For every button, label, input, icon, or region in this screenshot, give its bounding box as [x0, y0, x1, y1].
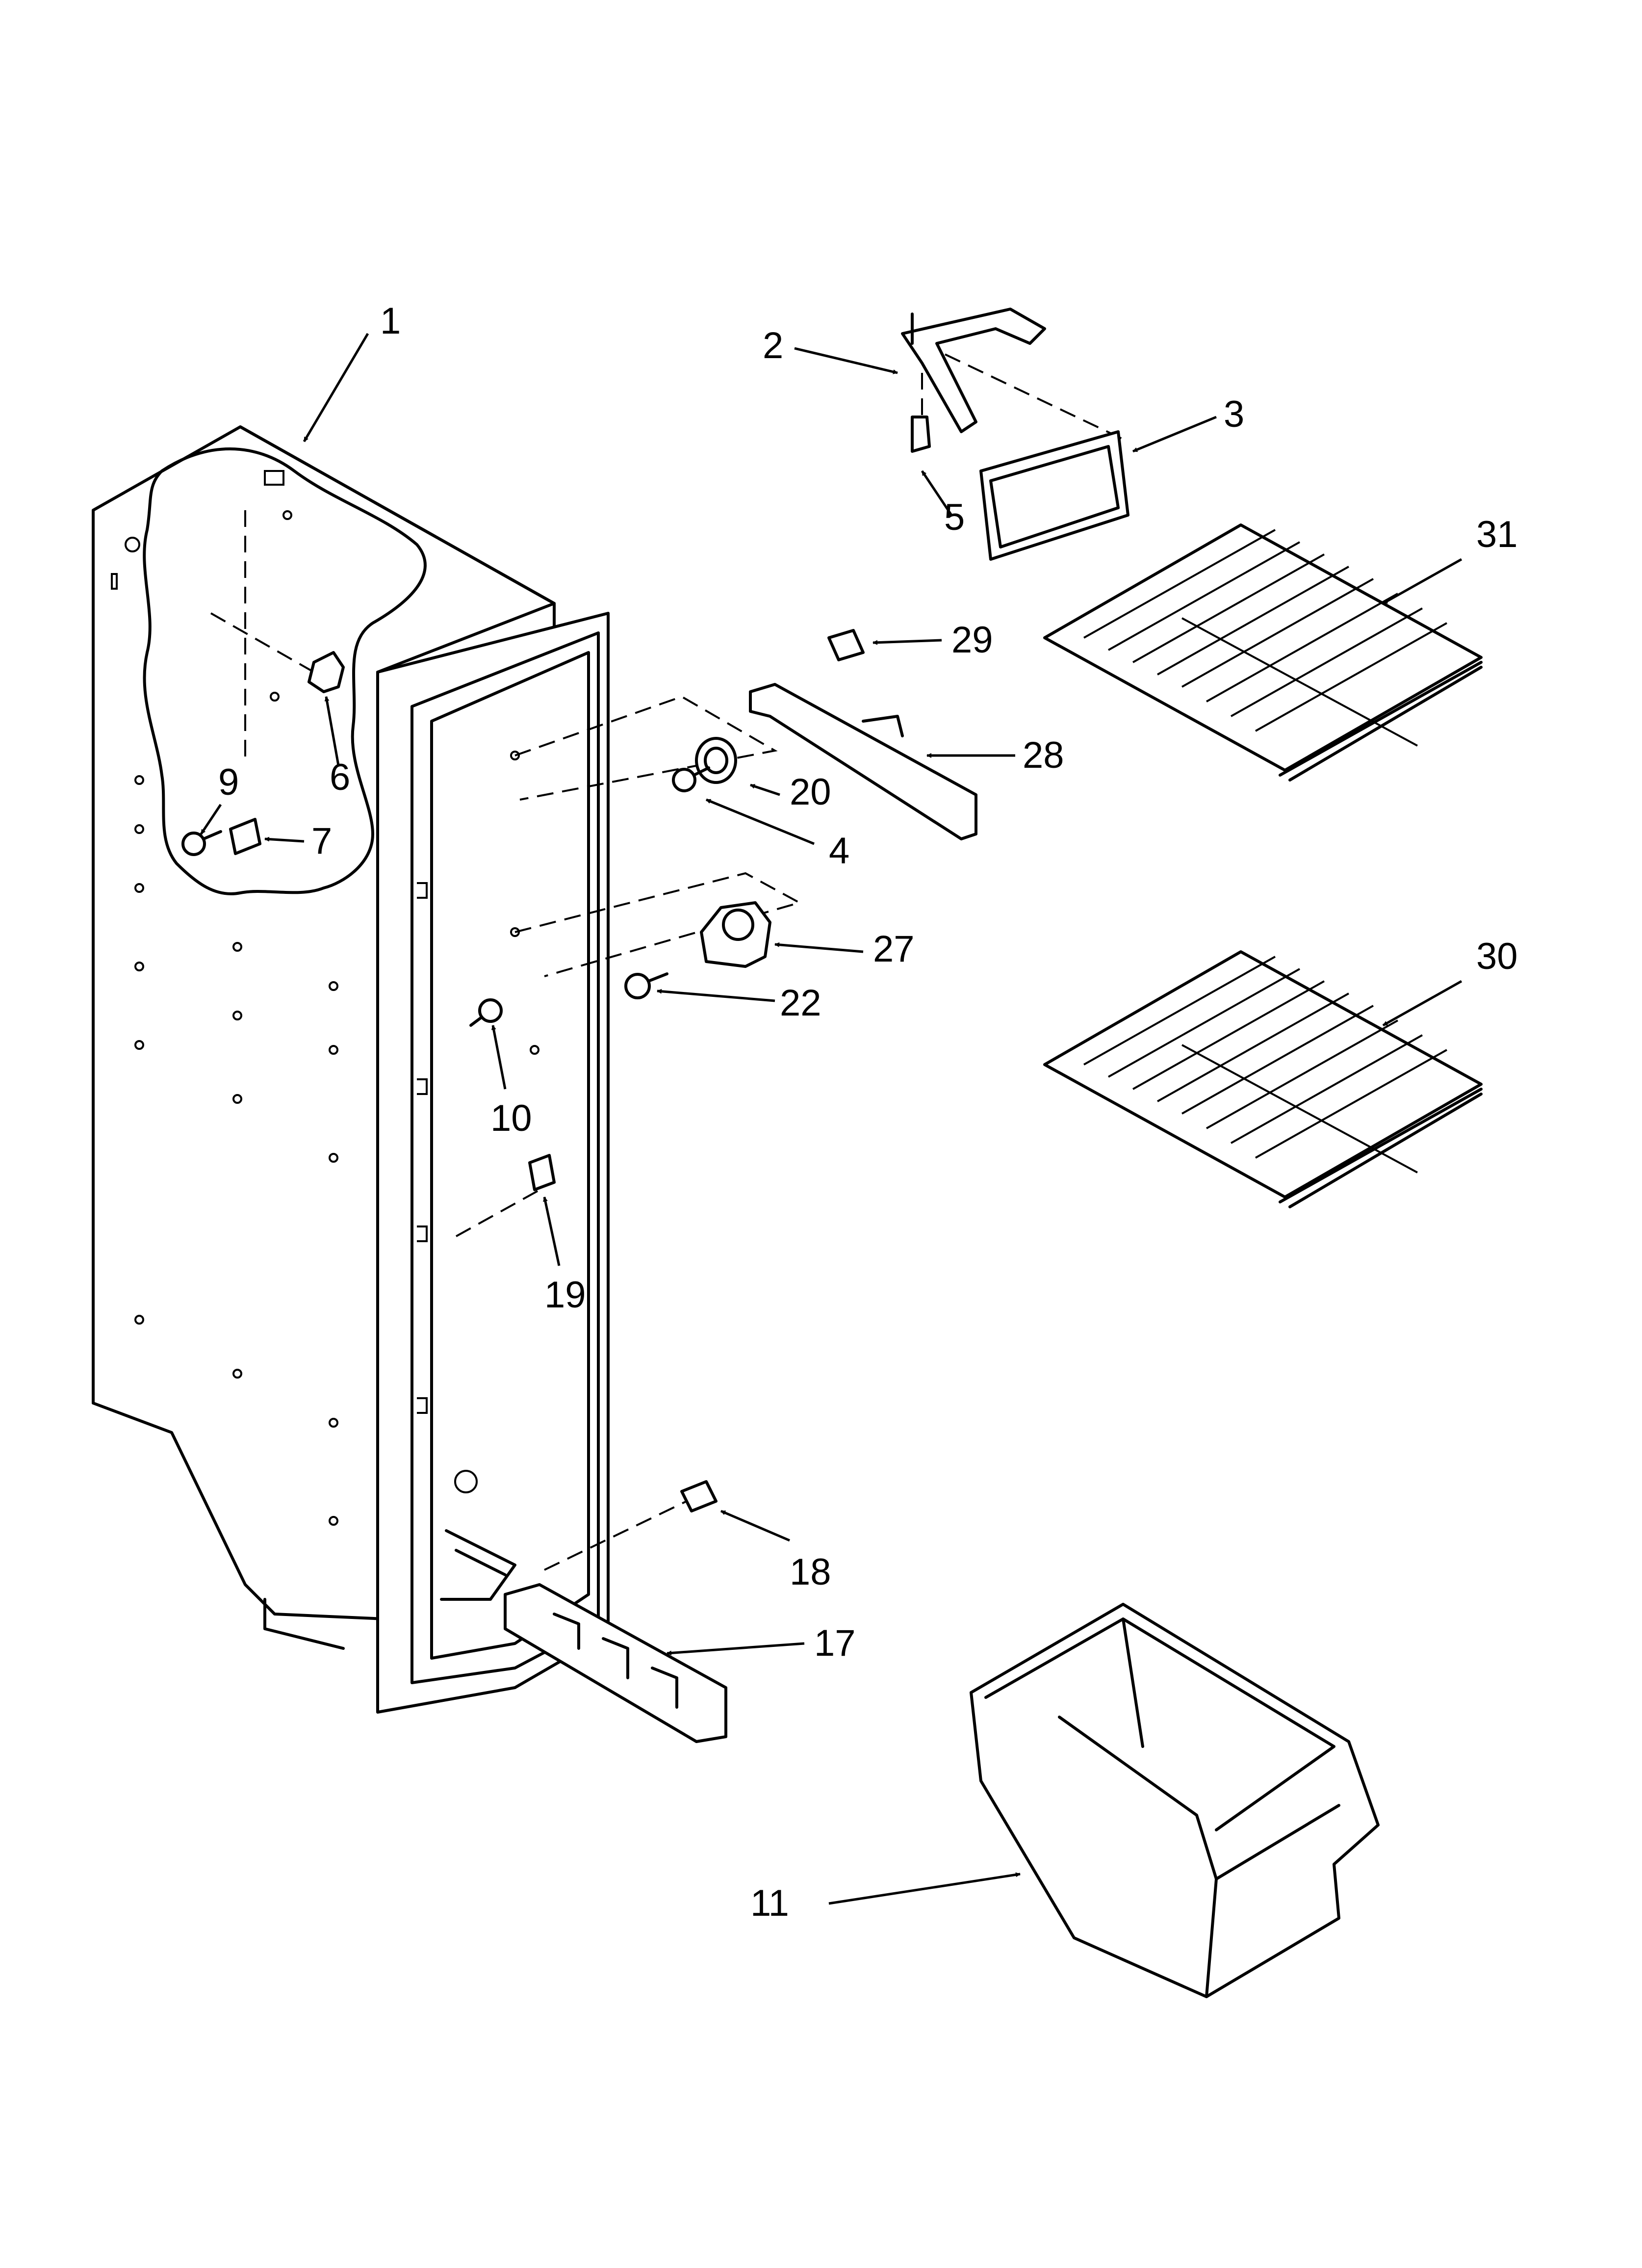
callout-28: 28: [1023, 734, 1064, 776]
callout-11: 11: [750, 1882, 789, 1924]
callout-18: 18: [790, 1551, 831, 1593]
callout-7: 7: [311, 820, 332, 862]
leader-lines: [200, 333, 1462, 1905]
part-30-shelf: [1043, 950, 1483, 1208]
part-29-screw: [827, 629, 865, 661]
callout-labels: 1 2 3 4 5 6 7 9 10 11 17 18 19 20 22 27 …: [218, 300, 1518, 1924]
callout-4: 4: [829, 830, 849, 872]
part-22-screw: [624, 972, 668, 999]
part-5-screw: [911, 416, 931, 453]
part-6-clip: [308, 651, 345, 693]
cabinet-liner: [92, 425, 610, 1714]
part-4-screw: [672, 766, 710, 792]
part-31-shelf: [1043, 523, 1483, 782]
callout-3: 3: [1224, 393, 1244, 435]
part-28-rail: [749, 683, 977, 840]
part-19-switch: [528, 1154, 556, 1191]
part-3-frame: [979, 430, 1129, 561]
callout-30: 30: [1476, 936, 1518, 977]
callout-17: 17: [814, 1622, 856, 1664]
callout-19: 19: [544, 1274, 586, 1316]
part-10-pin: [469, 998, 503, 1027]
assembly-guide-lines: [210, 342, 1129, 1571]
callout-29: 29: [951, 619, 993, 661]
callout-27: 27: [873, 928, 915, 970]
part-11-bin: [970, 1603, 1380, 1998]
part-2-bracket: [901, 308, 1046, 433]
callout-9: 9: [218, 761, 239, 803]
part-18-screw: [680, 1480, 718, 1512]
callout-5: 5: [944, 496, 965, 538]
callout-2: 2: [763, 325, 783, 366]
callout-6: 6: [330, 756, 350, 798]
part-27-cam: [700, 901, 771, 968]
part-17-cover: [504, 1583, 727, 1743]
part-7-bracket: [229, 818, 261, 855]
callout-20: 20: [790, 771, 831, 813]
callout-31: 31: [1476, 514, 1518, 555]
part-9-screw: [181, 830, 222, 856]
callout-10: 10: [490, 1097, 532, 1139]
part-20-bushing: [695, 737, 737, 784]
callout-1: 1: [380, 300, 401, 342]
callout-22: 22: [780, 982, 821, 1024]
